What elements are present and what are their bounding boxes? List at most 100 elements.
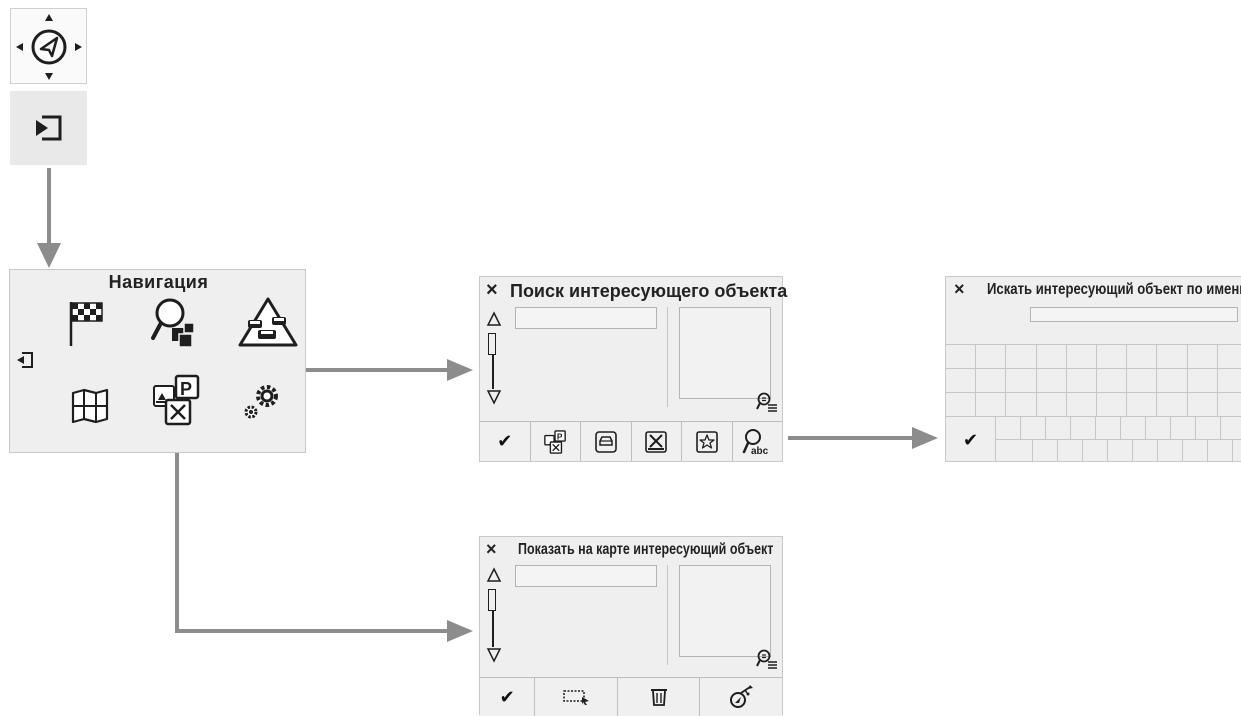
keyboard-key[interactable] bbox=[1097, 369, 1128, 393]
scrollbar-track bbox=[492, 355, 494, 389]
keyboard-key[interactable] bbox=[1196, 417, 1221, 440]
confirm-button[interactable]: ✔ bbox=[480, 678, 536, 716]
keyboard-key[interactable] bbox=[1108, 440, 1133, 461]
poi-on-map-title: Показать на карте интересующий объект bbox=[518, 541, 774, 558]
keyboard-key[interactable] bbox=[1127, 345, 1158, 369]
keyboard-key[interactable] bbox=[1208, 440, 1233, 461]
keyboard-key[interactable] bbox=[1036, 393, 1067, 417]
keyboard-key[interactable] bbox=[1187, 345, 1218, 369]
keyboard-key[interactable] bbox=[1157, 369, 1188, 393]
keyboard-key[interactable] bbox=[946, 369, 977, 393]
keyboard-key[interactable] bbox=[976, 369, 1007, 393]
keyboard-key[interactable] bbox=[1071, 417, 1096, 440]
settings-gears-icon[interactable] bbox=[242, 380, 284, 422]
select-area-button[interactable] bbox=[535, 678, 618, 716]
poi-categories-button[interactable]: P bbox=[531, 422, 581, 461]
navigation-button[interactable] bbox=[10, 8, 87, 84]
confirm-button[interactable]: ✔ bbox=[946, 417, 996, 461]
keyboard-key[interactable] bbox=[1008, 440, 1033, 461]
close-button[interactable]: × bbox=[954, 279, 965, 299]
keyboard-key[interactable] bbox=[1066, 393, 1097, 417]
scroll-up-icon[interactable] bbox=[486, 567, 502, 583]
arrowhead-by-name bbox=[912, 427, 938, 449]
keyboard-key[interactable] bbox=[1036, 345, 1067, 369]
close-button[interactable]: × bbox=[486, 539, 497, 559]
map-icon[interactable] bbox=[70, 388, 110, 424]
keyboard-key[interactable] bbox=[1066, 345, 1097, 369]
keyboard-key[interactable] bbox=[946, 393, 977, 417]
list-search-icon[interactable] bbox=[756, 392, 778, 414]
keyboard-key[interactable] bbox=[1046, 417, 1071, 440]
confirm-button[interactable]: ✔ bbox=[480, 422, 531, 461]
check-icon: ✔ bbox=[962, 429, 979, 451]
keyboard-key[interactable] bbox=[976, 345, 1007, 369]
keyboard-key[interactable] bbox=[996, 417, 1021, 440]
scrollbar-thumb[interactable] bbox=[488, 333, 496, 355]
keyboard-key[interactable] bbox=[1021, 417, 1046, 440]
keyboard-key[interactable] bbox=[1097, 393, 1128, 417]
keyboard-key[interactable] bbox=[1217, 393, 1241, 417]
poi-search-icon[interactable] bbox=[150, 296, 200, 352]
keyboard-key[interactable] bbox=[1133, 440, 1158, 461]
keyboard-key[interactable] bbox=[1036, 369, 1067, 393]
keyboard-key[interactable] bbox=[976, 393, 1007, 417]
traffic-warning-icon[interactable] bbox=[237, 296, 299, 348]
search-by-name-button[interactable]: abc bbox=[733, 422, 783, 461]
back-arrow-icon[interactable] bbox=[15, 350, 35, 370]
keyboard-key[interactable] bbox=[1058, 440, 1083, 461]
scroll-down-icon[interactable] bbox=[486, 389, 502, 405]
keyboard-key[interactable] bbox=[1096, 417, 1121, 440]
search-input[interactable] bbox=[515, 565, 657, 587]
scrollbar-track bbox=[492, 611, 494, 647]
keyboard-key[interactable] bbox=[1157, 393, 1188, 417]
poi-categories-icon: P bbox=[544, 429, 567, 454]
keyboard-key[interactable] bbox=[1083, 440, 1108, 461]
poi-on-map-toolbar: ✔ bbox=[480, 677, 782, 716]
keyboard-key[interactable] bbox=[1127, 393, 1158, 417]
scrollbar-thumb[interactable] bbox=[488, 589, 496, 611]
keyboard-key[interactable] bbox=[1217, 369, 1241, 393]
restaurant-button[interactable] bbox=[632, 422, 682, 461]
car-button[interactable] bbox=[581, 422, 632, 461]
car-icon bbox=[594, 430, 617, 453]
keyboard-key[interactable] bbox=[1157, 345, 1188, 369]
keyboard-key[interactable] bbox=[1187, 393, 1218, 417]
navigation-menu-title: Навигация bbox=[108, 272, 209, 292]
scroll-down-icon[interactable] bbox=[486, 647, 502, 663]
keyboard-key[interactable] bbox=[1171, 417, 1196, 440]
search-input[interactable] bbox=[515, 307, 657, 329]
keyboard-key[interactable] bbox=[946, 345, 977, 369]
keyboard-key[interactable] bbox=[1097, 345, 1128, 369]
keyboard-key[interactable] bbox=[1233, 440, 1241, 461]
keyboard-key[interactable] bbox=[1006, 345, 1037, 369]
delete-button[interactable] bbox=[618, 678, 701, 716]
keyboard-key[interactable] bbox=[1121, 417, 1146, 440]
keyboard-key[interactable] bbox=[1217, 345, 1241, 369]
close-button[interactable]: × bbox=[486, 279, 498, 301]
keyboard-key[interactable] bbox=[1006, 393, 1037, 417]
enter-button[interactable] bbox=[10, 91, 87, 165]
poi-search-screen: × Поиск интересующего объекта ✔ P bbox=[479, 276, 787, 462]
poi-categories-icon[interactable]: P bbox=[150, 374, 202, 426]
list-search-icon[interactable] bbox=[756, 649, 778, 671]
usb-icon bbox=[730, 685, 754, 708]
enter-arrow-icon bbox=[36, 115, 62, 141]
favorites-button[interactable] bbox=[682, 422, 733, 461]
column-divider bbox=[667, 565, 668, 665]
keyboard-key[interactable] bbox=[1127, 369, 1158, 393]
keyboard-key[interactable] bbox=[1033, 440, 1058, 461]
keyboard-key[interactable] bbox=[1158, 440, 1183, 461]
keyboard-key[interactable] bbox=[1183, 440, 1208, 461]
restaurant-icon bbox=[645, 430, 668, 453]
keyboard-key[interactable] bbox=[1006, 369, 1037, 393]
name-input[interactable] bbox=[1030, 307, 1238, 322]
destination-flag-icon[interactable] bbox=[67, 300, 105, 348]
keyboard-key[interactable] bbox=[1187, 369, 1218, 393]
usb-import-button[interactable] bbox=[700, 678, 782, 716]
keyboard-key[interactable] bbox=[1146, 417, 1171, 440]
poi-search-toolbar: ✔ P bbox=[480, 421, 782, 461]
scroll-up-icon[interactable] bbox=[486, 311, 502, 327]
keyboard-key[interactable] bbox=[1221, 417, 1241, 440]
keyboard-key[interactable] bbox=[1066, 369, 1097, 393]
poi-by-name-screen: × Искать интересующий объект по имени ✔ bbox=[945, 276, 1241, 462]
